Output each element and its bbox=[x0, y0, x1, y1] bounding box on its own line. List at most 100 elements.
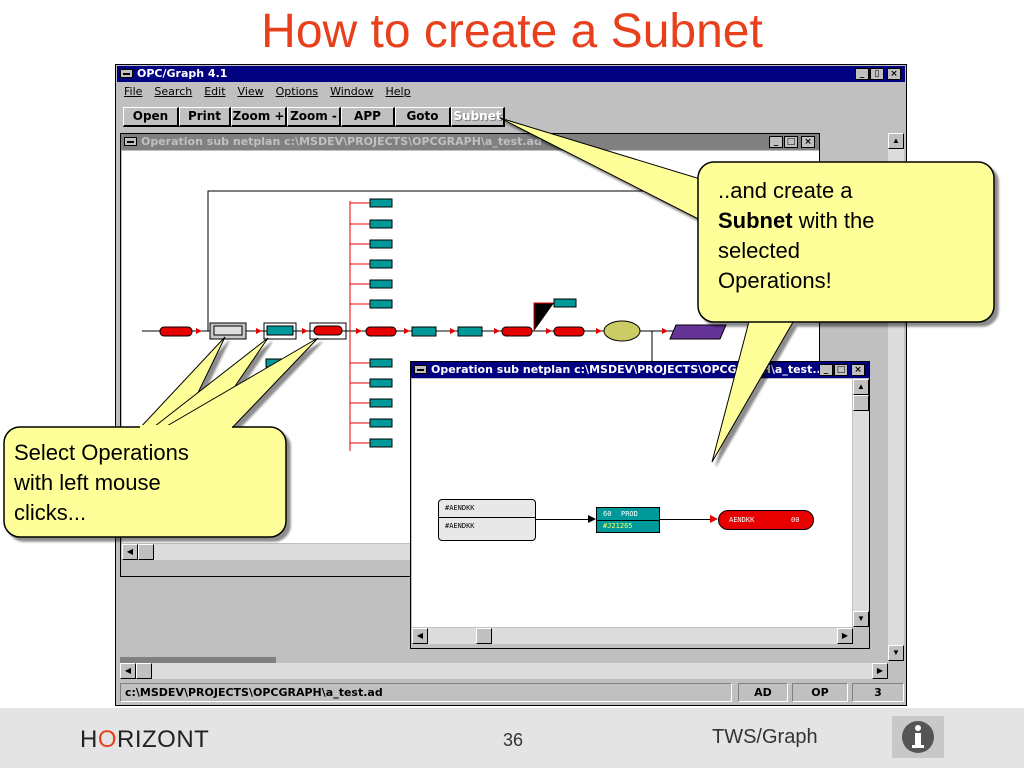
menu-search[interactable]: Search bbox=[154, 85, 193, 98]
logo-o: O bbox=[97, 726, 118, 753]
graph-node bbox=[457, 326, 483, 337]
callout-patch bbox=[140, 425, 232, 436]
menu-options[interactable]: Options bbox=[275, 85, 319, 98]
scroll-right-icon[interactable]: ▶ bbox=[837, 628, 853, 644]
info-glyph bbox=[902, 721, 934, 753]
subnet-node-3[interactable]: AENDKK 00 bbox=[718, 510, 814, 530]
callout-select bbox=[3, 336, 319, 538]
callout-subnet-line2: with the bbox=[798, 208, 875, 233]
graph-node bbox=[266, 325, 294, 336]
callout-patch bbox=[700, 186, 720, 230]
netplan-window-subnet-vscroll-thumb[interactable] bbox=[853, 395, 869, 411]
netplan-window-main-hscroll-thumb[interactable] bbox=[138, 544, 154, 560]
goto-button[interactable]: Goto bbox=[395, 107, 451, 127]
subnet-node-3-label: AENDKK bbox=[729, 516, 755, 524]
scroll-left-icon[interactable]: ◀ bbox=[122, 544, 138, 560]
graph-branches bbox=[350, 202, 554, 444]
subnet-node-2-id: #J21265 bbox=[603, 522, 633, 530]
subnet-node-3-code: 00 bbox=[791, 516, 800, 524]
product-name: TWS/Graph bbox=[712, 726, 818, 748]
graph-node bbox=[411, 326, 437, 337]
restore-button[interactable]: ▯ bbox=[870, 68, 884, 80]
callout-subnet-text: ..and create a Subnet with the selected … bbox=[718, 176, 875, 296]
netplan-window-main-titlebar[interactable]: Operation sub netplan c:\MSDEV\PROJECTS\… bbox=[121, 134, 819, 150]
menu-view[interactable]: View bbox=[237, 85, 264, 98]
horizont-logo: HORIZONT bbox=[80, 726, 209, 754]
menu-edit[interactable]: Edit bbox=[204, 85, 226, 98]
callout-patch bbox=[752, 300, 800, 320]
subnet-edge bbox=[660, 519, 716, 520]
scroll-down-icon[interactable]: ▼ bbox=[853, 611, 869, 627]
menu-bar: File Search Edit View Options Window Help bbox=[117, 82, 905, 100]
minimize-button[interactable]: _ bbox=[769, 136, 783, 148]
close-button[interactable]: × bbox=[801, 136, 815, 148]
graph-edge bbox=[207, 190, 722, 331]
system-menu-icon[interactable] bbox=[120, 69, 133, 78]
status-bar: c:\MSDEV\PROJECTS\OPCGRAPH\a_test.ad AD … bbox=[120, 683, 904, 703]
maximize-button[interactable]: □ bbox=[834, 364, 848, 376]
open-button[interactable]: Open bbox=[123, 107, 179, 127]
zoom-in-button[interactable]: Zoom + bbox=[231, 107, 287, 127]
system-menu-icon[interactable] bbox=[124, 137, 137, 146]
close-button[interactable]: × bbox=[887, 68, 901, 80]
info-icon[interactable] bbox=[892, 716, 944, 758]
slide-title: How to create a Subnet bbox=[261, 5, 763, 58]
close-button[interactable]: × bbox=[851, 364, 865, 376]
app-button[interactable]: APP bbox=[341, 107, 395, 127]
callout-subnet bbox=[499, 117, 995, 463]
graph-node bbox=[365, 326, 397, 337]
menu-file[interactable]: File bbox=[124, 85, 143, 98]
subnet-button[interactable]: Subnet bbox=[451, 107, 505, 127]
zoom-out-button[interactable]: Zoom - bbox=[287, 107, 341, 127]
graph-node bbox=[553, 326, 585, 337]
netplan-window-subnet: Operation sub netplan c:\MSDEV\PROJECTS\… bbox=[410, 361, 870, 649]
slide-footer: HORIZONT 36 TWS/Graph bbox=[0, 708, 1024, 768]
maximize-button[interactable]: □ bbox=[784, 136, 798, 148]
netplan-window-subnet-title: Operation sub netplan c:\MSDEV\PROJECTS\… bbox=[431, 363, 825, 376]
system-menu-icon[interactable] bbox=[414, 365, 427, 374]
scroll-left-icon[interactable]: ◀ bbox=[412, 628, 428, 644]
scroll-up-icon[interactable]: ▲ bbox=[888, 133, 904, 149]
menu-help[interactable]: Help bbox=[385, 85, 411, 98]
callout-subnet-line3: selected bbox=[718, 238, 800, 263]
subnet-node-1[interactable]: #AENDKK #AENDKK bbox=[438, 499, 536, 541]
subnet-node-2[interactable]: 60 PROD #J21265 bbox=[596, 507, 660, 533]
app-title: OPC/Graph 4.1 bbox=[137, 67, 228, 80]
page-number: 36 bbox=[503, 730, 524, 750]
callout-subnet-line4: Operations! bbox=[718, 268, 832, 293]
graph-node-selected bbox=[263, 322, 297, 340]
graph-arrows bbox=[196, 328, 668, 334]
callout-subnet-bold: Subnet bbox=[718, 208, 793, 233]
arrow-icon bbox=[588, 515, 596, 523]
callout-select-line3: clicks... bbox=[14, 500, 87, 525]
subnet-node-1-line1: #AENDKK bbox=[445, 504, 475, 512]
print-button[interactable]: Print bbox=[179, 107, 231, 127]
main-hscroll-thumb[interactable] bbox=[136, 663, 152, 679]
toolbar: Open Print Zoom + Zoom - APP Goto Subnet bbox=[117, 101, 905, 131]
netplan-window-subnet-hscroll-thumb[interactable] bbox=[476, 628, 492, 644]
graph-node bbox=[159, 326, 193, 337]
netplan-window-subnet-hscroll[interactable]: ◀ ▶ bbox=[412, 628, 853, 644]
graph-node-milestone bbox=[603, 320, 641, 342]
scroll-left-icon[interactable]: ◀ bbox=[120, 663, 136, 679]
minimize-button[interactable]: _ bbox=[855, 68, 869, 80]
app-titlebar[interactable]: OPC/Graph 4.1 _ ▯ × bbox=[117, 66, 905, 82]
scroll-up-icon[interactable]: ▲ bbox=[853, 379, 869, 395]
subnet-node-2-type: PROD bbox=[621, 510, 638, 518]
callout-select-text: Select Operations with left mouse clicks… bbox=[14, 438, 189, 528]
logo-rest: RIZONT bbox=[117, 726, 210, 753]
scroll-right-icon[interactable]: ▶ bbox=[872, 663, 888, 679]
divider bbox=[597, 520, 659, 521]
minimized-window[interactable] bbox=[120, 657, 276, 663]
arrow-icon bbox=[710, 515, 718, 523]
status-path: c:\MSDEV\PROJECTS\OPCGRAPH\a_test.ad bbox=[120, 683, 732, 702]
subnet-canvas[interactable]: #AENDKK #AENDKK 60 PROD #J21265 AENDKK 0… bbox=[412, 379, 852, 627]
scroll-down-icon[interactable]: ▼ bbox=[888, 645, 904, 661]
main-horizontal-scrollbar[interactable]: ◀ ▶ bbox=[120, 663, 888, 679]
menu-window[interactable]: Window bbox=[330, 85, 374, 98]
graph-node bbox=[669, 324, 727, 340]
callout-subnet-line1: ..and create a bbox=[718, 178, 853, 203]
minimize-button[interactable]: _ bbox=[819, 364, 833, 376]
netplan-window-subnet-vscroll[interactable]: ▲ ▼ bbox=[853, 379, 869, 627]
